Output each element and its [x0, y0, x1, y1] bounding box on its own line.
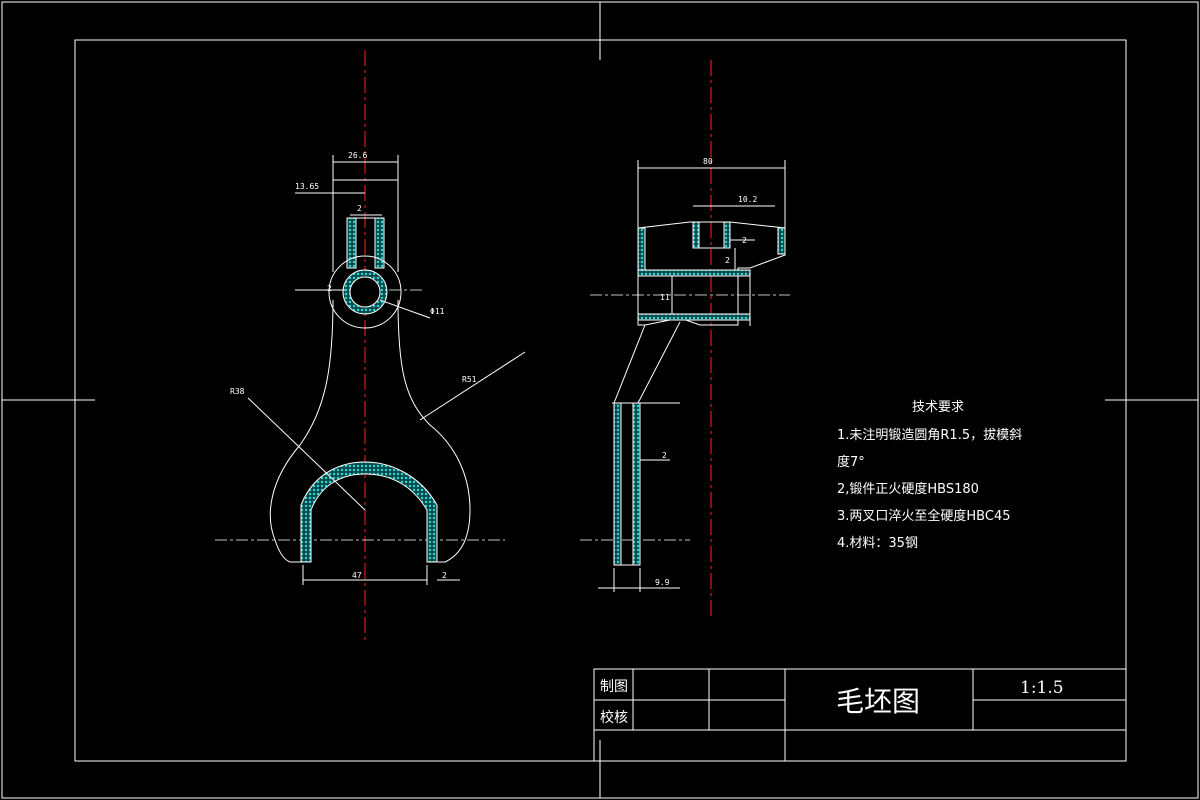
bore-hole [349, 276, 381, 308]
dim-side-total: 80 [703, 157, 713, 166]
front-view: 26.6 13.65 2 2 Φ11 R38 R51 47 2 [215, 50, 526, 640]
dim-fork-wall: 2 [442, 571, 447, 580]
boss-circle [328, 255, 402, 329]
side-dimension-lines [598, 160, 786, 592]
side-slot-hatch-right [723, 221, 731, 249]
front-dimension-lines [247, 155, 526, 585]
tech-line-3: 2,锻件正火硬度HBS180 [837, 481, 979, 497]
tech-line-5: 4.材料：35钢 [837, 536, 918, 551]
dim-r38: R38 [230, 387, 245, 396]
tech-line-4: 3.两叉口淬火至全硬度HBC45 [837, 508, 1011, 524]
tech-line-1: 1.未注明锻造圆角R1.5，拔模斜 [837, 428, 1022, 443]
dim-bore: Φ11 [430, 307, 445, 316]
tb-scale: 1:1.5 [1020, 678, 1064, 698]
side-arm-hatch-right [632, 402, 641, 566]
dim-fork-width: 47 [352, 571, 362, 580]
tb-drawing-name: 毛坯图 [836, 685, 920, 718]
side-arm-hatch-left [613, 402, 622, 566]
side-head-hatch-left [637, 227, 646, 271]
dim-side-wall-c: 2 [662, 451, 667, 460]
fork-arch-hatch [300, 461, 438, 563]
dim-boss-wall: 2 [327, 284, 332, 293]
dim-side-slot: 10.2 [738, 195, 757, 204]
inner-frame [74, 39, 1127, 762]
title-block: 制图 校核 毛坯图 1:1.5 [593, 668, 1127, 762]
tech-title: 技术要求 [912, 400, 964, 415]
tb-drawn-label: 制图 [600, 679, 628, 695]
side-shank-outline [613, 321, 681, 404]
top-lug-outline [332, 179, 399, 272]
tb-checked-label: 校核 [600, 709, 628, 726]
fork-body-outline [269, 299, 471, 563]
dim-lug-wall: 2 [357, 204, 362, 213]
side-slot-hatch-left [692, 221, 700, 249]
side-view: 80 10.2 2 2 11 2 9.9 [580, 60, 790, 620]
dim-offset: 13.65 [295, 182, 319, 191]
dim-side-bottom: 9.9 [655, 578, 670, 587]
dim-side-hole: 11 [660, 293, 670, 302]
side-hole-hatch-top [637, 269, 751, 277]
tech-line-2: 度7° [837, 454, 865, 470]
tech-requirements: 技术要求 1.未注明锻造圆角R1.5，拔模斜 度7° 2,锻件正火硬度HBS18… [837, 400, 1022, 551]
dim-top-width: 26.6 [348, 151, 367, 160]
dim-side-wall-a: 2 [742, 236, 747, 245]
dim-r51: R51 [462, 375, 477, 384]
side-head-hatch-right [777, 227, 786, 255]
side-hole-hatch-bottom [637, 313, 751, 321]
dim-side-wall-b: 2 [725, 256, 730, 265]
